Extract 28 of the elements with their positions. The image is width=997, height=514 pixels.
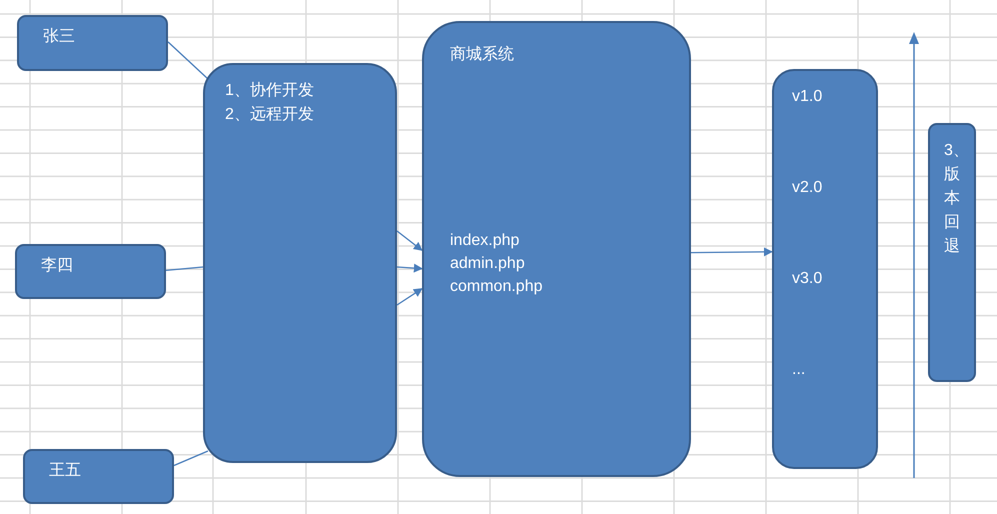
person-name: 李四 [41, 256, 73, 276]
name-box [23, 449, 174, 504]
person-name: 张三 [43, 27, 75, 47]
file-name: admin.php [450, 254, 525, 274]
system-box [422, 21, 691, 477]
vertical-label: 3、版本回退 [944, 141, 961, 257]
version-label: v1.0 [792, 87, 822, 107]
list-item: 1、协作开发 [225, 81, 314, 101]
connector-line [168, 41, 208, 80]
arrow [396, 264, 423, 273]
version-label: v3.0 [792, 269, 822, 289]
box-title: 商城系统 [450, 45, 514, 65]
list-item: 2、远程开发 [225, 105, 314, 125]
arrow [396, 230, 423, 251]
name-box [17, 15, 168, 71]
connector-line [166, 266, 204, 272]
connector-line [174, 450, 208, 466]
rounded-box [203, 63, 397, 463]
person-name: 王五 [49, 461, 81, 481]
file-name: common.php [450, 277, 542, 297]
version-label: ... [792, 360, 806, 380]
version-label: v2.0 [792, 178, 822, 198]
version-box [772, 69, 878, 469]
arrow [396, 288, 423, 306]
name-box [15, 244, 166, 299]
file-name: index.php [450, 231, 520, 251]
arrow [691, 247, 773, 256]
rollback-box [928, 123, 976, 382]
